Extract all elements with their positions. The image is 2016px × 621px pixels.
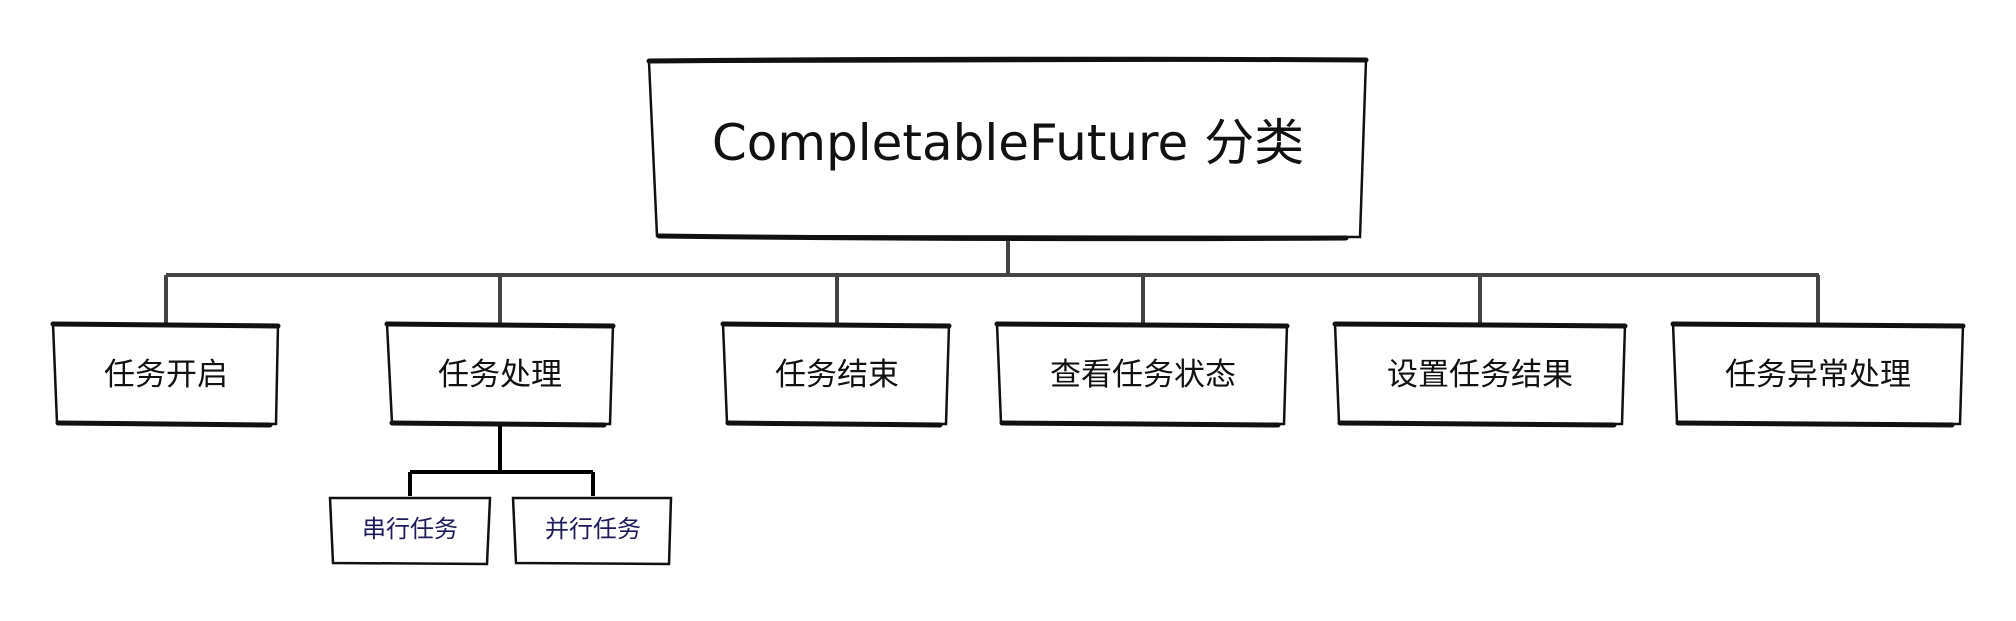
- root-label: CompletableFuture 分类: [712, 114, 1304, 172]
- child-label-5: 设置任务结果: [1387, 357, 1573, 393]
- child-node-5[interactable]: 设置任务结果: [1332, 321, 1628, 428]
- child-node-2[interactable]: 任务处理: [384, 321, 616, 428]
- connectors: [164, 239, 1820, 496]
- sub-node-1[interactable]: 串行任务: [328, 496, 492, 566]
- child-node-6[interactable]: 任务异常处理: [1670, 321, 1966, 428]
- child-label-3: 任务结束: [775, 357, 899, 393]
- child-label-6: 任务异常处理: [1725, 357, 1911, 393]
- child-label-1: 任务开启: [104, 357, 228, 393]
- child-label-4: 查看任务状态: [1050, 357, 1236, 393]
- sub-node-2[interactable]: 并行任务: [511, 496, 673, 566]
- child-node-4[interactable]: 查看任务状态: [994, 321, 1290, 428]
- sub-label-2: 并行任务: [545, 515, 641, 543]
- root-node[interactable]: CompletableFuture 分类: [646, 56, 1369, 242]
- child-node-3[interactable]: 任务结束: [720, 321, 952, 428]
- child-node-1[interactable]: 任务开启: [50, 321, 281, 428]
- sub-label-1: 串行任务: [362, 515, 458, 543]
- child-label-2: 任务处理: [438, 357, 562, 393]
